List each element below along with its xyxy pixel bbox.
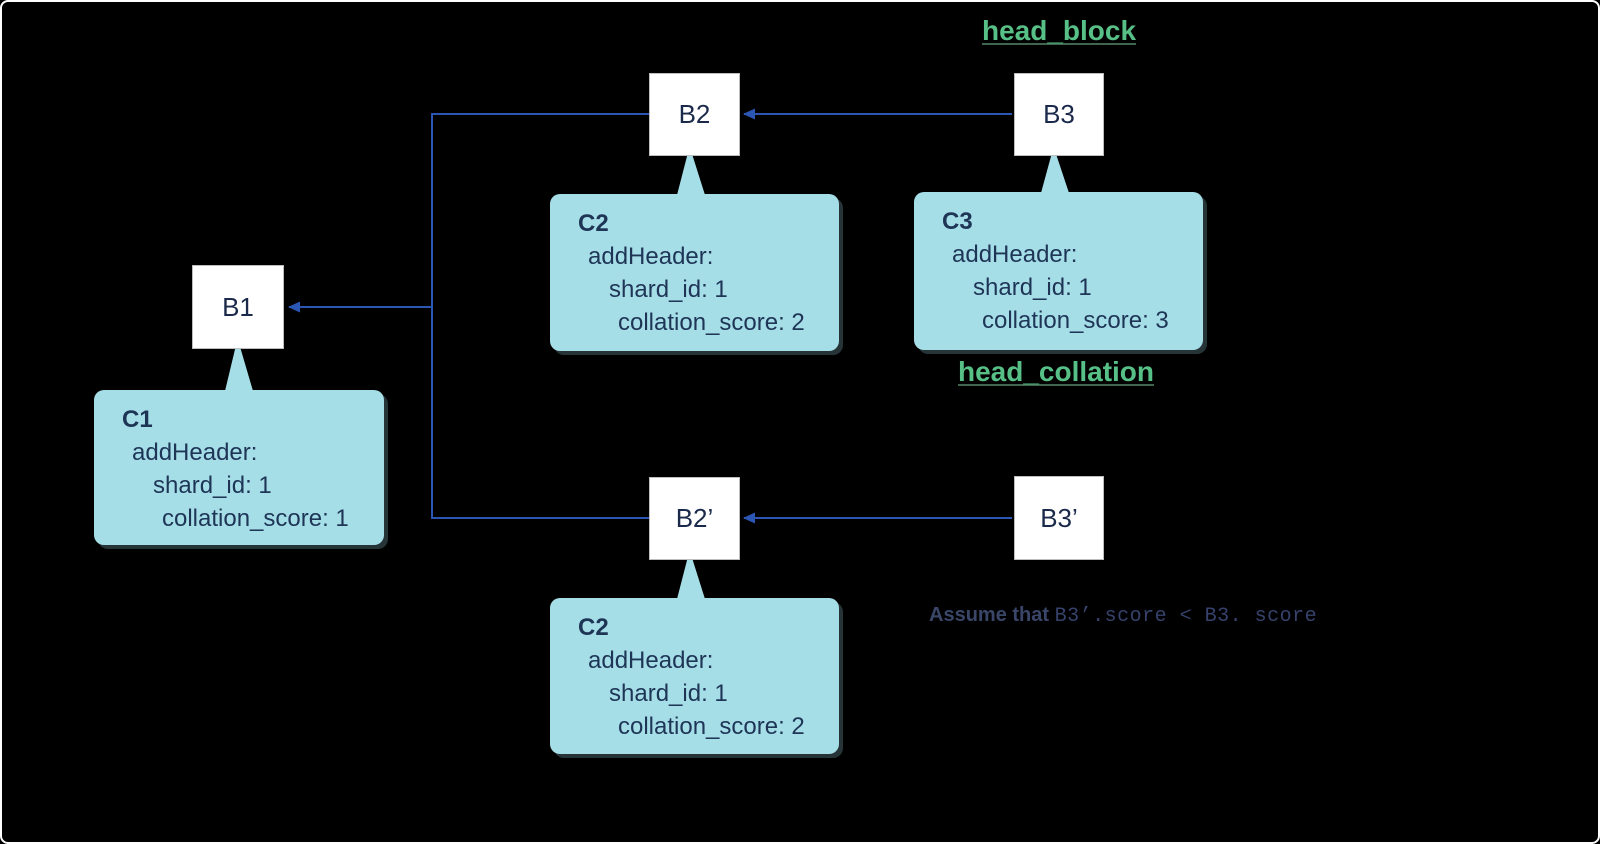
collation-c1-score: collation_score: 1 — [162, 505, 349, 532]
collation-c2-prime-addheader: addHeader: — [588, 647, 714, 674]
collation-c2-prime-shard-id: shard_id: 1 — [609, 680, 728, 707]
collation-c2-shard-id: shard_id: 1 — [609, 276, 728, 303]
assumption-note-code: B3’.score < B3. score — [1054, 605, 1318, 628]
collation-c2: C2 addHeader: shard_id: 1 collation_scor… — [550, 194, 839, 351]
collation-c2-prime-title: C2 — [578, 614, 609, 641]
block-b2-label: B2 — [678, 99, 711, 129]
collation-c2-addheader: addHeader: — [588, 243, 714, 270]
collation-c1-title: C1 — [122, 406, 153, 433]
collation-c1-addheader: addHeader: — [132, 439, 258, 466]
block-b3: B3 — [1014, 73, 1104, 156]
collation-c3-title: C3 — [942, 208, 973, 235]
block-b1: B1 — [192, 265, 284, 349]
block-b1-label: B1 — [222, 291, 254, 322]
collation-c3-score: collation_score: 3 — [982, 307, 1169, 334]
head-collation-label: head_collation — [957, 356, 1155, 387]
collation-c2-prime-score: collation_score: 2 — [618, 713, 805, 740]
block-b3-prime-label: B3’ — [1040, 502, 1078, 533]
head-block-label: head_block — [981, 15, 1137, 46]
block-b2-prime-label: B2’ — [675, 503, 714, 533]
assumption-note: Assume that B3’.score < B3. score — [929, 602, 1317, 630]
collation-c2-title: C2 — [578, 210, 609, 237]
collation-c1: C1 addHeader: shard_id: 1 collation_scor… — [94, 390, 384, 545]
assumption-note-prefix: Assume that — [929, 604, 1055, 626]
collation-c3-addheader: addHeader: — [952, 241, 1078, 268]
collation-c1-shard-id: shard_id: 1 — [153, 472, 272, 499]
collation-c2-prime: C2 addHeader: shard_id: 1 collation_scor… — [550, 598, 839, 754]
block-b3-prime: B3’ — [1014, 476, 1104, 560]
block-b3-label: B3 — [1043, 99, 1075, 129]
fork-line-b2-b2prime — [431, 113, 649, 519]
block-b2-prime: B2’ — [649, 477, 740, 560]
collation-c3-shard-id: shard_id: 1 — [973, 274, 1092, 301]
block-b2: B2 — [649, 73, 740, 156]
collation-c2-score: collation_score: 2 — [618, 309, 805, 336]
collation-c3: C3 addHeader: shard_id: 1 collation_scor… — [914, 192, 1203, 350]
